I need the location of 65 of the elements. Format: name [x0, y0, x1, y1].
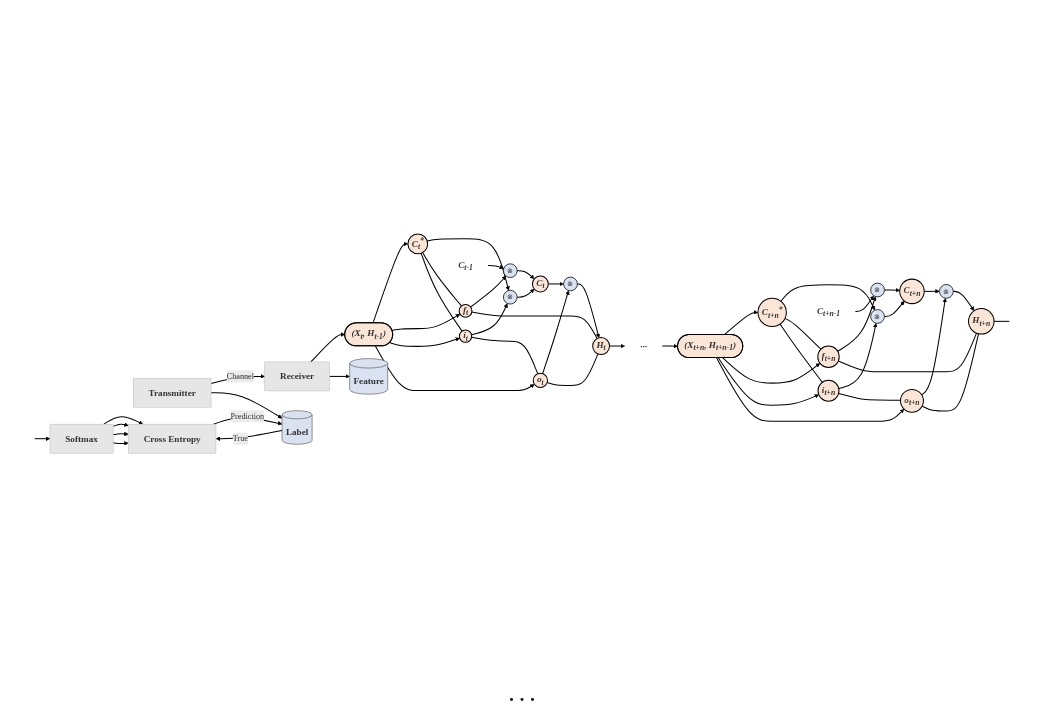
- arrow: [471, 303, 508, 336]
- node-box: Softmax: [49, 424, 114, 454]
- connector: [837, 333, 977, 373]
- arrow: [780, 284, 876, 311]
- edge-label: True: [232, 434, 248, 444]
- arrow: [516, 270, 535, 280]
- arrow: [391, 314, 461, 332]
- node-circle: i$_{t+n}$: [817, 380, 840, 402]
- connector: [779, 323, 823, 384]
- arrow: [328, 374, 350, 379]
- connector: [471, 337, 539, 375]
- arrow: [723, 310, 759, 336]
- connector: [838, 393, 901, 402]
- arrow: [838, 323, 878, 390]
- arrow: [374, 345, 535, 392]
- arrow: [516, 289, 535, 299]
- connector: [471, 311, 598, 340]
- connector: [420, 253, 463, 332]
- arrow: [487, 265, 504, 270]
- connector: [422, 252, 462, 307]
- node-text: ···: [640, 341, 647, 352]
- arrow: [883, 288, 900, 293]
- arrow: [921, 298, 947, 396]
- arrow: [722, 357, 821, 384]
- arrow: [389, 337, 460, 348]
- arrow: [716, 357, 905, 423]
- node-text: C$_{t-1}$: [458, 259, 473, 272]
- edge-label: Channel: [226, 372, 254, 381]
- arrow: [609, 344, 626, 349]
- node-circle: C$_{t+n}$: [899, 278, 925, 305]
- ellipsis-label: · · ·: [508, 690, 536, 710]
- arrow: [576, 283, 601, 339]
- node-box: Transmitter: [133, 378, 212, 408]
- arrow: [34, 436, 51, 442]
- edge-label: Prediction: [230, 412, 265, 421]
- arrow: [952, 291, 975, 312]
- node-circle: H$_{t}$: [592, 337, 611, 356]
- arrow: [854, 295, 874, 313]
- node-circle: C$_{t}$: [531, 275, 549, 293]
- arrow: [542, 290, 570, 375]
- node-circle: f$_{t+n}$: [817, 345, 840, 369]
- arrow: [112, 422, 129, 428]
- node-circle: o$_{t}$: [532, 373, 549, 389]
- connector: [921, 333, 979, 412]
- arrow: [547, 282, 564, 287]
- arrow: [112, 432, 129, 437]
- node-circle: H$_{t+n}$: [968, 308, 995, 335]
- arrow: [717, 357, 820, 407]
- arrow: [470, 276, 507, 308]
- arrow: [310, 332, 346, 363]
- node-circle: f$_{t}$: [458, 304, 473, 319]
- connector: [546, 353, 599, 387]
- arrow: [112, 441, 129, 446]
- node-circle: i$_{t}$: [458, 329, 473, 344]
- connector: [784, 318, 822, 351]
- arrow: [883, 301, 905, 318]
- node-text: C$_{t+n-1}$: [816, 305, 841, 318]
- node-box: Receiver: [264, 362, 330, 392]
- node-circle: o$_{t+n}$: [899, 389, 924, 414]
- arrow: [661, 344, 679, 349]
- arrow: [372, 242, 409, 324]
- arrow: [210, 392, 283, 419]
- node-box: Cross Entropy: [128, 424, 217, 454]
- arrow: [103, 416, 144, 426]
- arrow: [837, 296, 877, 353]
